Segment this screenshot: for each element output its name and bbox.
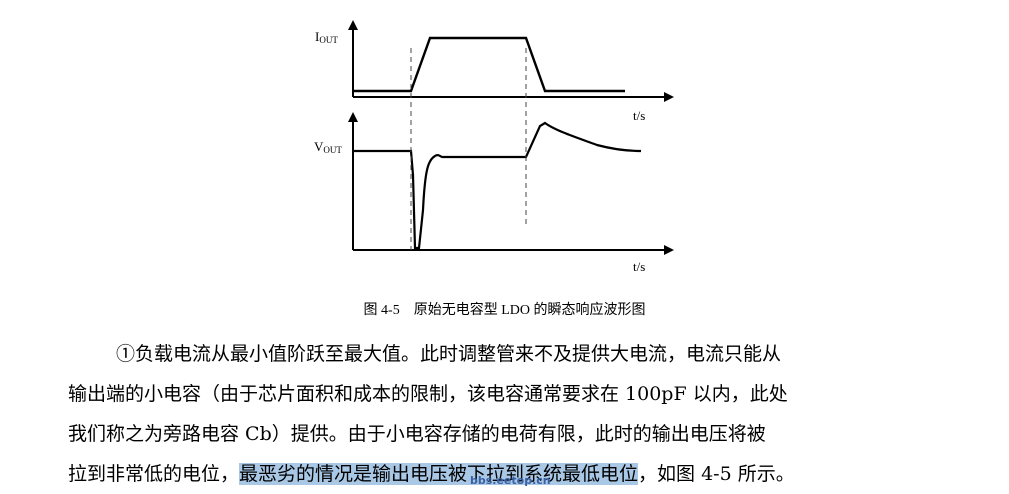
line-4-prefix: 拉到非常低的电位， (68, 463, 240, 485)
voltage-waveform (353, 121, 642, 250)
paragraph-line-3: 我们称之为旁路电容 Cb）提供。由于小电容存储的电荷有限，此时的输出电压将被 (68, 423, 766, 445)
voltage-plot: VOUT t/s (314, 112, 674, 274)
current-x-label: t/s (633, 108, 645, 123)
figure-caption: 图 4-5 原始无电容型 LDO 的瞬态响应波形图 (363, 303, 646, 318)
highlighted-text[interactable]: 最恶劣的情况是输出电压被下拉到系统最低电位 (239, 463, 639, 485)
paragraph-line-4: 拉到非常低的电位，最恶劣的情况是输出电压被下拉到系统最低电位，如图 4-5 所示… (68, 454, 928, 494)
current-plot: IOUT t/s (315, 20, 674, 123)
current-waveform (353, 36, 625, 93)
voltage-y-label: VOUT (314, 139, 342, 155)
voltage-x-label: t/s (633, 259, 645, 274)
waveform-figure: IOUT t/s VOUT t/s (314, 20, 674, 274)
paragraph-line-1: ①负载电流从最小值阶跃至最大值。此时调整管来不及提供大电流，电流只能从 (116, 343, 782, 365)
line-4-suffix: ，如图 4-5 所示。 (638, 463, 795, 485)
paragraph-line-2: 输出端的小电容（由于芯片面积和成本的限制，该电容通常要求在 100pF 以内，此… (68, 383, 788, 405)
watermark: bbs.eetop.cn (470, 474, 551, 487)
current-y-label: IOUT (315, 29, 338, 45)
